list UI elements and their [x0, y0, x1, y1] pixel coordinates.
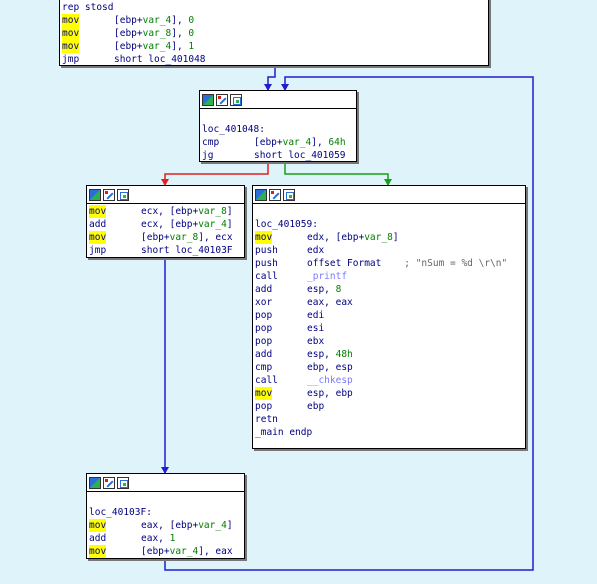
instruction-operands: esi [307, 323, 325, 334]
xrefs-icon[interactable] [283, 188, 295, 201]
instruction-operands: short loc_401059 [254, 150, 346, 161]
instruction-mnemonic: cmp [202, 137, 220, 148]
instruction-mnemonic: add [255, 284, 273, 295]
edge-top-to-401048 [267, 68, 276, 90]
code-block-loc-401048[interactable]: loc_401048: cmp [ebp+var_4], 64h jg short … [199, 90, 357, 162]
instruction-operands: eax, eax [307, 297, 353, 308]
block-label[interactable]: loc_40103F: [89, 507, 152, 518]
instruction-mnemonic: pop [255, 310, 273, 321]
block-toolbar [87, 186, 244, 204]
instruction-mnemonic: xor [255, 297, 273, 308]
instruction-mnemonic: push [255, 245, 278, 256]
instruction-operands: eax, [ebp+var_4] [141, 520, 233, 531]
instruction-mnemonic: rep stosd [62, 2, 114, 13]
instruction-operands: [ebp+var_8], ecx [141, 232, 233, 243]
instruction-mnemonic: mov [89, 519, 107, 532]
edge-false-red [164, 161, 269, 185]
instruction-operands: esp, 48h [307, 349, 353, 360]
instruction-operands: eax, 1 [141, 533, 176, 544]
function-end-label: _main endp [255, 427, 313, 438]
instruction-mnemonic: pop [255, 401, 273, 412]
instruction-operands: ebx [307, 336, 325, 347]
instruction-operands: ebp [307, 401, 325, 412]
instruction-operands: [ebp+var_4], 1 [114, 41, 195, 52]
block-toolbar [200, 91, 356, 109]
instruction-operands: [ebp+var_4], 64h [254, 137, 346, 148]
instruction-mnemonic: mov [62, 14, 80, 27]
instruction-operands: short loc_40103F [141, 245, 233, 256]
instruction-mnemonic: cmp [255, 362, 273, 373]
function-reference[interactable]: __chkesp [307, 375, 353, 386]
instruction-operands: [ebp+var_4], eax [141, 546, 233, 557]
block-toolbar [253, 186, 525, 204]
instruction-mnemonic: jg [202, 150, 214, 161]
instruction-mnemonic: mov [255, 387, 273, 400]
instruction-mnemonic: mov [89, 231, 107, 244]
instruction-mnemonic: mov [62, 27, 80, 40]
instruction-operands: edx, [ebp+var_8] [307, 232, 399, 243]
instruction-operands: ecx, [ebp+var_8] [141, 206, 233, 217]
instruction-mnemonic: add [89, 533, 107, 544]
instruction-operands: ebp, esp [307, 362, 353, 373]
code-block-loc-40103F[interactable]: loc_40103F: mov eax, [ebp+var_4] add eax, … [86, 473, 245, 559]
xrefs-icon[interactable] [117, 476, 129, 489]
graph-overview-icon[interactable] [89, 476, 101, 489]
instruction-mnemonic: retn [255, 414, 278, 425]
graph-overview-icon[interactable] [89, 188, 101, 201]
instruction-operands: [ebp+var_8], 0 [114, 28, 195, 39]
instruction-comment: ; "nSum = %d \r\n" [404, 258, 508, 269]
xrefs-icon[interactable] [230, 93, 242, 106]
block-toolbar [87, 474, 244, 492]
edit-icon[interactable] [103, 188, 115, 201]
instruction-operands: edi [307, 310, 325, 321]
graph-overview-icon[interactable] [202, 93, 214, 106]
instruction-mnemonic: mov [255, 231, 273, 244]
block-label[interactable]: loc_401048: [202, 124, 265, 135]
instruction-mnemonic: mov [89, 205, 107, 218]
edit-icon[interactable] [269, 188, 281, 201]
block-label[interactable]: loc_401059: [255, 219, 318, 230]
edge-loop-back [164, 76, 534, 571]
instruction-mnemonic: mov [62, 40, 80, 53]
instruction-mnemonic: push [255, 258, 278, 269]
instruction-mnemonic: mov [89, 545, 107, 558]
instruction-mnemonic: call [255, 271, 278, 282]
xrefs-icon[interactable] [117, 188, 129, 201]
instruction-operands: short loc_401048 [114, 54, 206, 65]
instruction-mnemonic: call [255, 375, 278, 386]
function-reference[interactable]: _printf [307, 271, 348, 282]
instruction-operands: esp, 8 [307, 284, 342, 295]
code-block-top[interactable]: rep stosd mov [ebp+var_4], 0 mov [ebp+var_… [59, 0, 489, 66]
instruction-operands: ecx, [ebp+var_4] [141, 219, 233, 230]
edge-true-green [284, 161, 389, 185]
edit-icon[interactable] [216, 93, 228, 106]
instruction-operands: edx [307, 245, 325, 256]
instruction-operands: esp, ebp [307, 388, 353, 399]
instruction-mnemonic: pop [255, 323, 273, 334]
instruction-operands: offset Format [307, 258, 382, 269]
graph-overview-icon[interactable] [255, 188, 267, 201]
instruction-mnemonic: jmp [89, 245, 107, 256]
instruction-mnemonic: add [255, 349, 273, 360]
instruction-operands: [ebp+var_4], 0 [114, 15, 195, 26]
instruction-mnemonic: jmp [62, 54, 80, 65]
instruction-mnemonic: add [89, 219, 107, 230]
edit-icon[interactable] [103, 476, 115, 489]
instruction-mnemonic: pop [255, 336, 273, 347]
